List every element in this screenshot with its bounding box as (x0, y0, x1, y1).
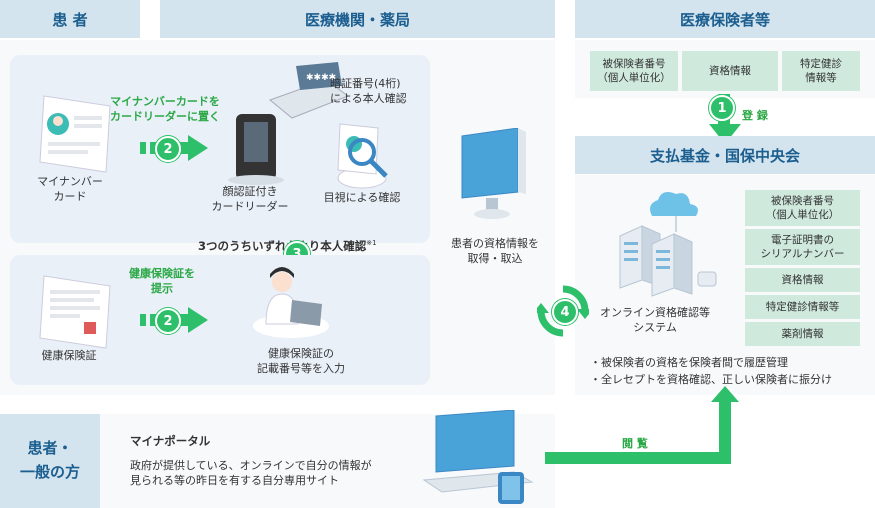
view-arrow (545, 386, 739, 464)
portal-title: マイナポータル (130, 434, 211, 448)
portal-desc: 政府が提供している、オンラインで自分の情報が 見られる等の昨日を有する自分専用サ… (130, 459, 372, 487)
bullet-receipt: ・全レセプトを資格確認、正しい保険者に振分け (590, 373, 832, 386)
pin-pad-icon: ✱✱✱✱ (268, 62, 350, 119)
card-reader-icon (228, 114, 284, 185)
step-1-badge: 1 (709, 95, 735, 121)
fund-cell-cert-serial: 電子証明書の シリアルナンバー (745, 229, 860, 265)
fund-cell-qualification: 資格情報 (745, 268, 860, 292)
server-icon (619, 192, 717, 297)
bullet-history: ・被保険者の資格を保険者間で履歴管理 (590, 356, 788, 369)
card-reader-label: 顔認証付き カードリーダー (211, 185, 289, 213)
acquire-label: 患者の資格情報を 取得・取込 (451, 237, 539, 265)
svg-text:✱✱✱✱: ✱✱✱✱ (306, 73, 336, 83)
identity-caption: 3つのうちいずれかより本人確認※1 (198, 221, 377, 254)
pin-label: 暗証番号(4桁) による本人確認 (330, 77, 407, 105)
insurance-card-label: 健康保険証 (41, 349, 97, 362)
identity-caption-text: 3つのうちいずれかより本人確認 (198, 238, 367, 253)
fund-cell-checkup: 特定健診情報等 (745, 295, 860, 319)
register-label: 登 録 (742, 109, 768, 122)
mynumber-arrow-label: マイナンバーカードを カードリーダーに置く (110, 95, 220, 123)
monitor-icon (461, 128, 526, 219)
staff-laptop-icon (253, 267, 329, 338)
laptop-phone-icon (422, 410, 534, 504)
visual-check-label: 目視による確認 (323, 191, 401, 204)
step-4-badge: 4 (552, 299, 578, 325)
insurance-input-label: 健康保険証の 記載番号等を入力 (257, 347, 345, 375)
header-medical: 医療機関・薬局 (160, 0, 555, 38)
step-2a-badge: 2 (155, 136, 181, 162)
insurance-card-icon (39, 275, 111, 349)
header-patient: 患 者 (0, 0, 140, 38)
insurer-cell-checkup: 特定健診 情報等 (782, 51, 860, 91)
insurer-cell-insured-number: 被保険者番号 （個人単位化） (590, 51, 678, 91)
header-fund: 支払基金・国保中央会 (575, 136, 875, 174)
portal-header-bg (0, 414, 100, 508)
mynumber-card-icon (39, 95, 111, 173)
header-general: 患者・ 一般の方 (19, 439, 80, 481)
insurer-cell-qualification: 資格情報 (682, 51, 778, 91)
view-label: 閲 覧 (622, 437, 648, 450)
visual-check-icon (337, 123, 388, 189)
fund-cell-medication: 薬剤情報 (745, 322, 860, 346)
insurance-arrow-label: 健康保険証を 提示 (129, 267, 195, 295)
sync-icon (537, 285, 589, 337)
mynumber-card-label: マイナンバー カード (37, 175, 103, 203)
identity-caption-note: ※1 (366, 239, 377, 247)
system-label: オンライン資格確認等 システム (600, 306, 710, 334)
header-insurer: 医療保険者等 (575, 0, 875, 38)
step-2b-badge: 2 (155, 308, 181, 334)
fund-cell-insured-number: 被保険者番号 （個人単位化） (745, 190, 860, 226)
